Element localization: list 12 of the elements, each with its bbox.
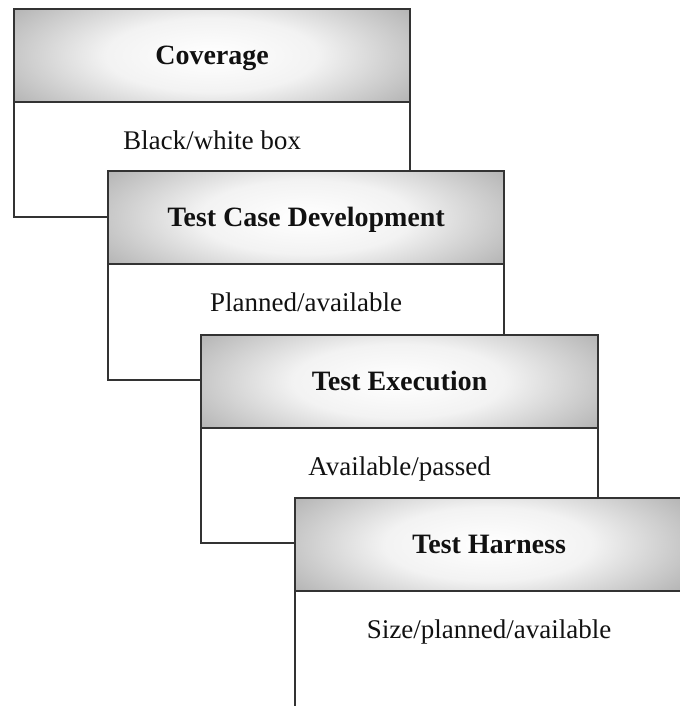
card-heading: Test Harness [296,499,680,592]
card [107,170,505,334]
card [13,8,411,170]
card-heading: Test Execution [202,336,597,429]
card [294,497,680,706]
card-text: Black/white box [123,125,301,155]
card-text: Available/passed [308,451,491,481]
card-heading: Coverage [15,10,409,103]
card [200,334,599,497]
card-text: Size/planned/available [366,614,612,644]
card-heading: Test Case Development [109,172,503,265]
card-text: Planned/available [210,287,402,317]
